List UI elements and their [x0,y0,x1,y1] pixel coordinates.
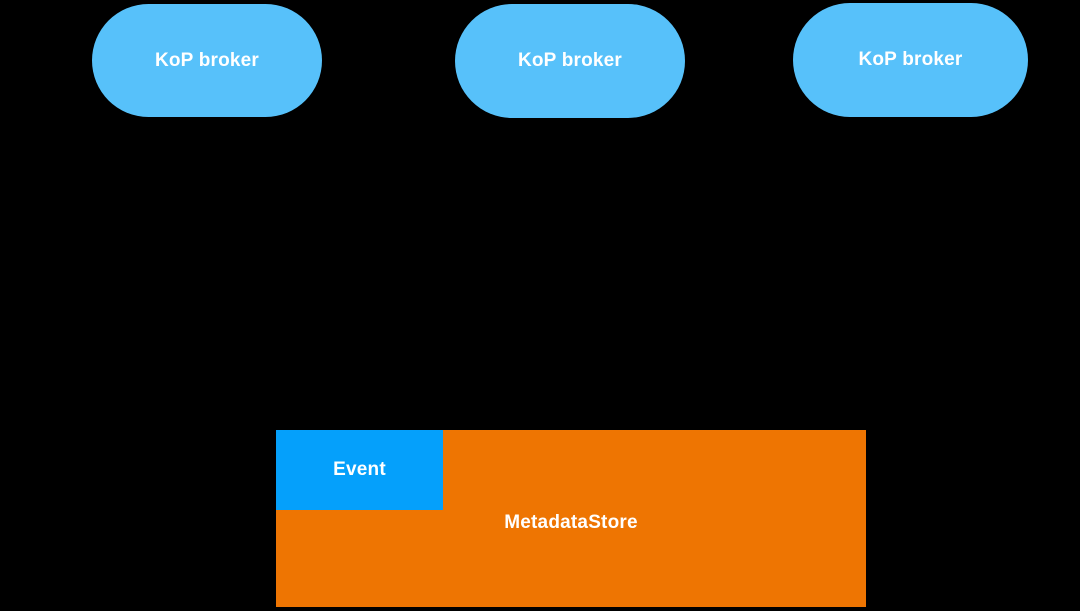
kop-broker-label-2: KoP broker [517,50,623,71]
kop-broker-label-3: KoP broker [858,49,963,70]
metadata-store-node: Event MetadataStore [276,430,866,607]
kop-broker-label-1: KoP broker [154,49,260,71]
kop-broker-node-1: KoP broker [92,4,322,117]
kop-broker-node-3: KoP broker [793,3,1028,117]
event-node: Event [276,430,443,510]
kop-broker-node-2: KoP broker [455,4,685,118]
event-label: Event [333,459,386,480]
metadata-store-label: MetadataStore [504,512,638,533]
